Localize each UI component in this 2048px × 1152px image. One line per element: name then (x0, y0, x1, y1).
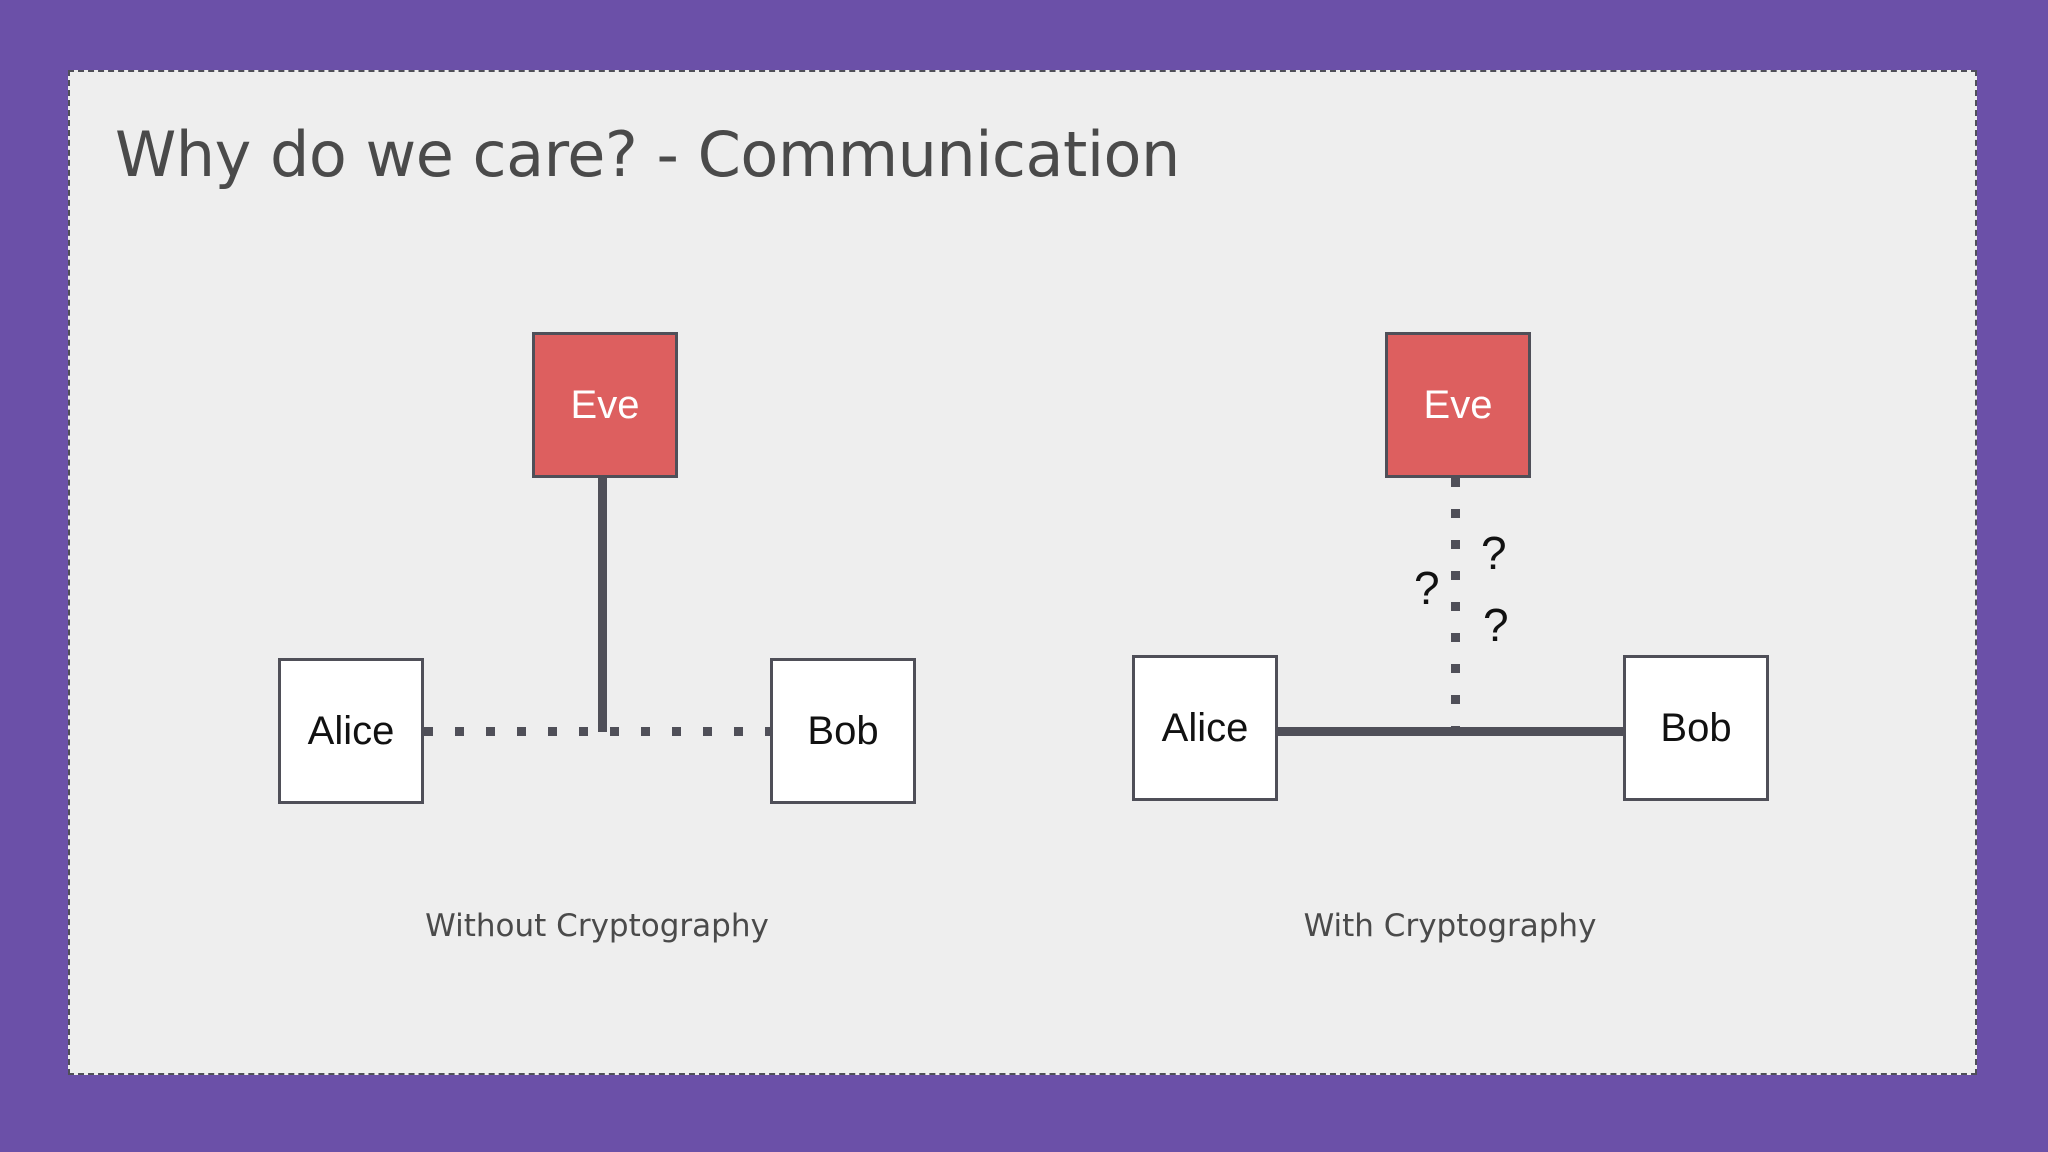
node-label-eve: Eve (570, 383, 640, 427)
link-eve-tap-dotted (1451, 478, 1460, 732)
diagram-with-cryptography: Eve ? ? ? Alice Bob With Cryptography (860, 0, 1884, 1152)
node-label-eve: Eve (1423, 383, 1493, 427)
slide-content-panel (68, 70, 1977, 1075)
node-label-alice: Alice (307, 709, 395, 753)
node-eve-without[interactable]: Eve (532, 332, 678, 478)
question-mark-left: ? (1414, 562, 1440, 614)
node-alice-without[interactable]: Alice (278, 658, 424, 804)
node-eve-with[interactable]: Eve (1385, 332, 1531, 478)
caption-without-cryptography: Without Cryptography (425, 908, 769, 944)
link-alice-bob-solid (1278, 727, 1626, 736)
node-alice-with[interactable]: Alice (1132, 655, 1278, 801)
node-bob-without[interactable]: Bob (770, 658, 916, 804)
link-eve-tap-solid (598, 476, 607, 732)
link-alice-bob-dotted (424, 727, 772, 736)
diagram-without-cryptography: Eve Alice Bob Without Cryptography (278, 332, 916, 944)
caption-with-cryptography: With Cryptography (1303, 908, 1597, 944)
node-bob-with[interactable]: Bob (1623, 655, 1769, 801)
page-title: Why do we care? - Communication (115, 118, 1180, 191)
question-mark-upper-right: ? (1481, 527, 1507, 579)
node-label-alice: Alice (1161, 706, 1249, 750)
node-label-bob: Bob (1660, 706, 1732, 750)
node-label-bob: Bob (807, 709, 879, 753)
question-mark-lower-right: ? (1483, 599, 1509, 651)
